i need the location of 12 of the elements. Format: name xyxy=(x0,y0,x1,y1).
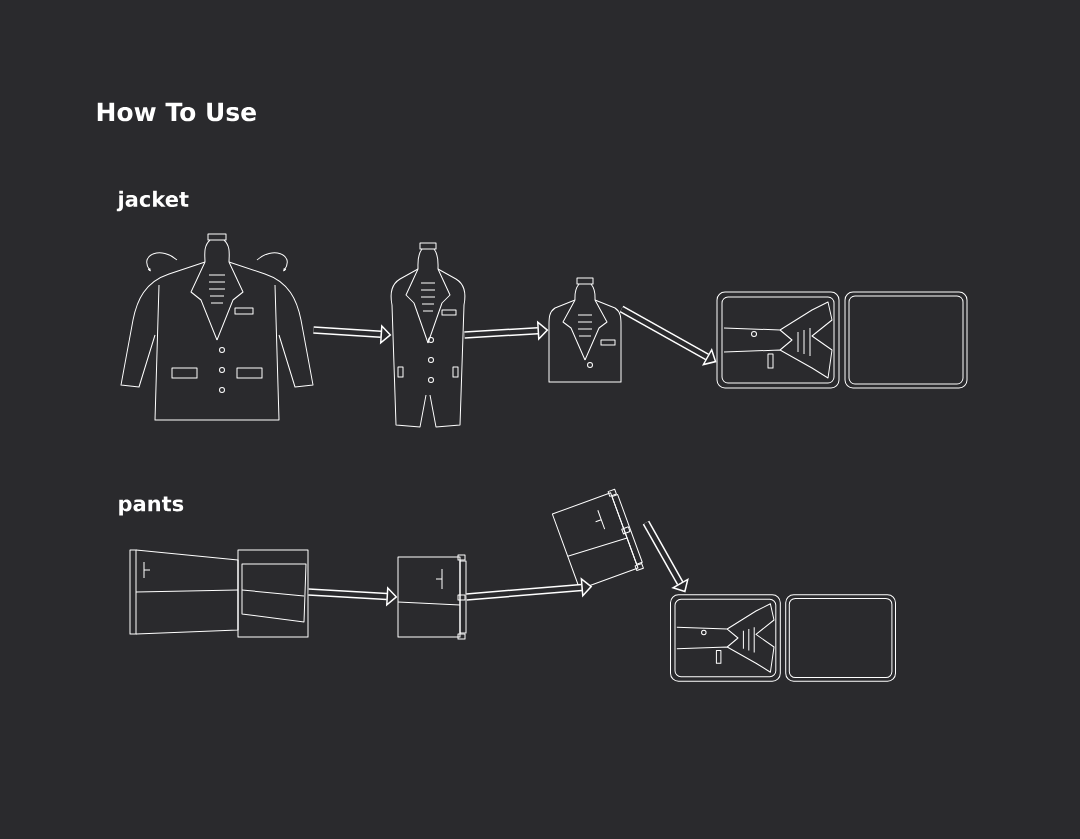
jacket-drawing xyxy=(120,233,314,421)
section-heading: pants xyxy=(119,496,184,516)
block-arrow xyxy=(619,305,717,366)
packing-cube-drawing xyxy=(670,594,896,682)
block-arrow xyxy=(642,520,689,593)
folded-pants-drawing xyxy=(397,554,467,640)
jacket-drawing xyxy=(390,242,466,428)
folded-jacket-drawing xyxy=(548,277,622,383)
title: How To Use xyxy=(97,102,256,122)
packing-cube-drawing xyxy=(716,291,968,389)
pants-drawing xyxy=(129,549,309,638)
section-heading: jacket xyxy=(116,190,189,212)
